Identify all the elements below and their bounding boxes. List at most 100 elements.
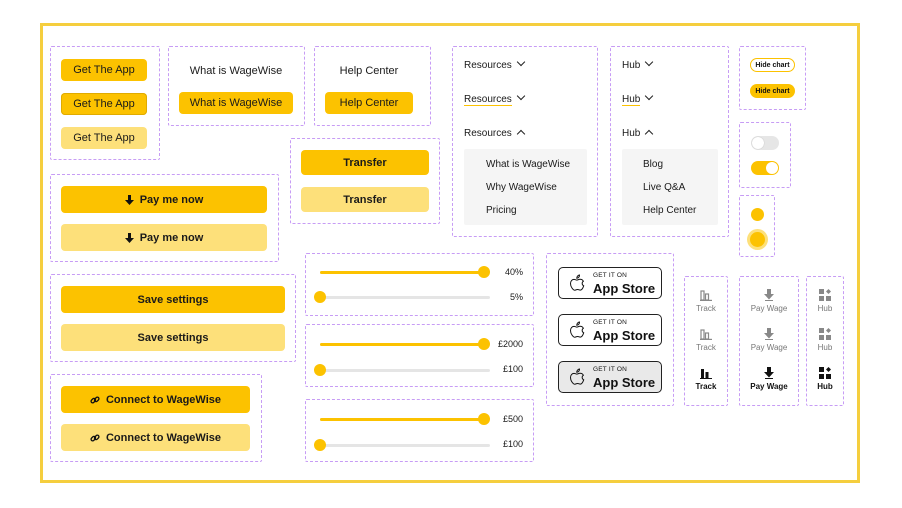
- menu-label: Resources: [464, 94, 512, 106]
- pay-me-now-variants: Pay me now Pay me now: [50, 174, 279, 262]
- resources-menu-panel: What is WageWise Why WageWise Pricing: [464, 149, 587, 225]
- slider-track: [320, 296, 490, 299]
- slider-thumb[interactable]: [478, 338, 490, 350]
- nav-pay-wage-active[interactable]: Pay Wage: [749, 367, 789, 391]
- nav-label: Hub: [817, 382, 833, 391]
- resources-menu-trigger-hover[interactable]: Resources: [464, 91, 526, 106]
- chevron-down-icon: [516, 91, 526, 101]
- nav-hub[interactable]: Hub: [805, 289, 845, 313]
- toggle-variants: [739, 122, 791, 188]
- transfer-button-disabled[interactable]: Transfer: [301, 187, 429, 212]
- arrow-down-icon: [764, 328, 774, 340]
- slider-fill: [320, 271, 484, 274]
- menu-item[interactable]: Help Center: [643, 205, 697, 216]
- link-icon: [90, 434, 100, 441]
- save-settings-variants: Save settings Save settings: [50, 274, 296, 362]
- badge-small-text: GET IT ON: [593, 366, 628, 373]
- nav-label: Track: [696, 343, 716, 352]
- hide-chart-variants: Hide chart Hide chart: [739, 46, 806, 110]
- menu-label: Hub: [622, 128, 641, 139]
- hub-menu-panel: Blog Live Q&A Help Center: [622, 149, 718, 225]
- save-settings-button-disabled[interactable]: Save settings: [61, 324, 285, 351]
- nav-track[interactable]: Track: [686, 289, 726, 313]
- badge-big-text: App Store: [593, 375, 656, 390]
- hub-menu-trigger-open[interactable]: Hub: [622, 128, 654, 139]
- get-app-button-hover[interactable]: Get The App: [61, 93, 147, 115]
- transfer-button[interactable]: Transfer: [301, 150, 429, 175]
- pay-me-now-button[interactable]: Pay me now: [61, 186, 267, 213]
- button-label: Connect to WageWise: [105, 431, 221, 444]
- nav-hub-active[interactable]: Hub: [805, 367, 845, 391]
- menu-item[interactable]: What is WageWise: [486, 159, 571, 170]
- slider-thumb[interactable]: [314, 364, 326, 376]
- help-center-button[interactable]: Help Center: [325, 92, 413, 114]
- slider-thumb[interactable]: [314, 439, 326, 451]
- apple-icon: [569, 321, 585, 338]
- help-center-link[interactable]: Help Center: [325, 60, 413, 82]
- chevron-up-icon: [516, 129, 526, 139]
- slider-value: £2000: [497, 339, 523, 349]
- app-store-badge-pressed[interactable]: GET IT ON App Store: [558, 361, 662, 393]
- hide-chart-button[interactable]: Hide chart: [750, 84, 795, 98]
- slider-value: £100: [502, 439, 523, 449]
- resources-menu-trigger-open[interactable]: Resources: [464, 128, 526, 139]
- get-app-button[interactable]: Get The App: [61, 59, 147, 81]
- nav-pay-wage-hover[interactable]: Pay Wage: [749, 328, 789, 352]
- badge-big-text: App Store: [593, 281, 656, 296]
- save-settings-button[interactable]: Save settings: [61, 286, 285, 313]
- button-label: Pay me now: [139, 231, 204, 244]
- nav-hub-hover[interactable]: Hub: [805, 328, 845, 352]
- nav-pay-wage[interactable]: Pay Wage: [749, 289, 789, 313]
- what-is-link[interactable]: What is WageWise: [179, 60, 293, 82]
- toggle-switch-off[interactable]: [751, 136, 779, 150]
- badge-big-text: App Store: [593, 328, 656, 343]
- nav-label: Hub: [817, 343, 833, 352]
- menu-label: Resources: [464, 128, 512, 139]
- connect-button[interactable]: Connect to WageWise: [61, 386, 250, 413]
- transfer-variants: Transfer Transfer: [290, 138, 440, 224]
- app-store-badge-hover[interactable]: GET IT ON App Store: [558, 314, 662, 346]
- nav-track-hover[interactable]: Track: [686, 328, 726, 352]
- hide-chart-button-outline[interactable]: Hide chart: [750, 58, 795, 72]
- slider-track: [320, 369, 490, 372]
- radio-variants: [739, 195, 775, 257]
- toggle-switch-on[interactable]: [751, 161, 779, 175]
- slider-value: 40%: [504, 267, 523, 277]
- slider-thumb[interactable]: [314, 291, 326, 303]
- percent-sliders: 40% 5%: [305, 253, 534, 316]
- slider-track: [320, 444, 490, 447]
- radio-dot-focused[interactable]: [750, 232, 765, 247]
- menu-item[interactable]: Why WageWise: [486, 182, 557, 193]
- button-label: Get The App: [73, 98, 135, 110]
- bar-chart-icon: [700, 290, 712, 301]
- nav-track-active[interactable]: Track: [686, 367, 726, 391]
- amount-sliders: £500 £100: [305, 399, 534, 462]
- grid-icon: [819, 289, 831, 301]
- get-app-variants: Get The App Get The App Get The App: [50, 46, 160, 160]
- button-label: Save settings: [137, 293, 209, 306]
- button-label: Transfer: [343, 193, 387, 206]
- pay-me-now-button-disabled[interactable]: Pay me now: [61, 224, 267, 251]
- resources-menu-trigger[interactable]: Resources: [464, 57, 526, 71]
- badge-small-text: GET IT ON: [593, 272, 628, 279]
- hub-menu-trigger-hover[interactable]: Hub: [622, 91, 654, 106]
- hub-menu-trigger[interactable]: Hub: [622, 57, 654, 71]
- chevron-down-icon: [516, 57, 526, 67]
- app-store-badge[interactable]: GET IT ON App Store: [558, 267, 662, 299]
- chevron-down-icon: [645, 57, 654, 67]
- radio-dot[interactable]: [751, 208, 764, 221]
- what-is-button[interactable]: What is WageWise: [179, 92, 293, 114]
- nav-label: Pay Wage: [750, 382, 788, 391]
- menu-item[interactable]: Pricing: [486, 205, 517, 216]
- menu-item[interactable]: Live Q&A: [643, 182, 686, 193]
- hub-dropdown-variants: Hub Hub Hub Blog Live Q&A Help Center: [610, 46, 729, 237]
- arrow-down-icon: [764, 289, 774, 301]
- connect-button-disabled[interactable]: Connect to WageWise: [61, 424, 250, 451]
- get-app-button-disabled[interactable]: Get The App: [61, 127, 147, 149]
- slider-thumb[interactable]: [478, 413, 490, 425]
- slider-value: £100: [502, 364, 523, 374]
- menu-item[interactable]: Blog: [643, 159, 664, 170]
- slider-thumb[interactable]: [478, 266, 490, 278]
- button-label: Help Center: [339, 97, 399, 109]
- slider-fill: [320, 343, 484, 346]
